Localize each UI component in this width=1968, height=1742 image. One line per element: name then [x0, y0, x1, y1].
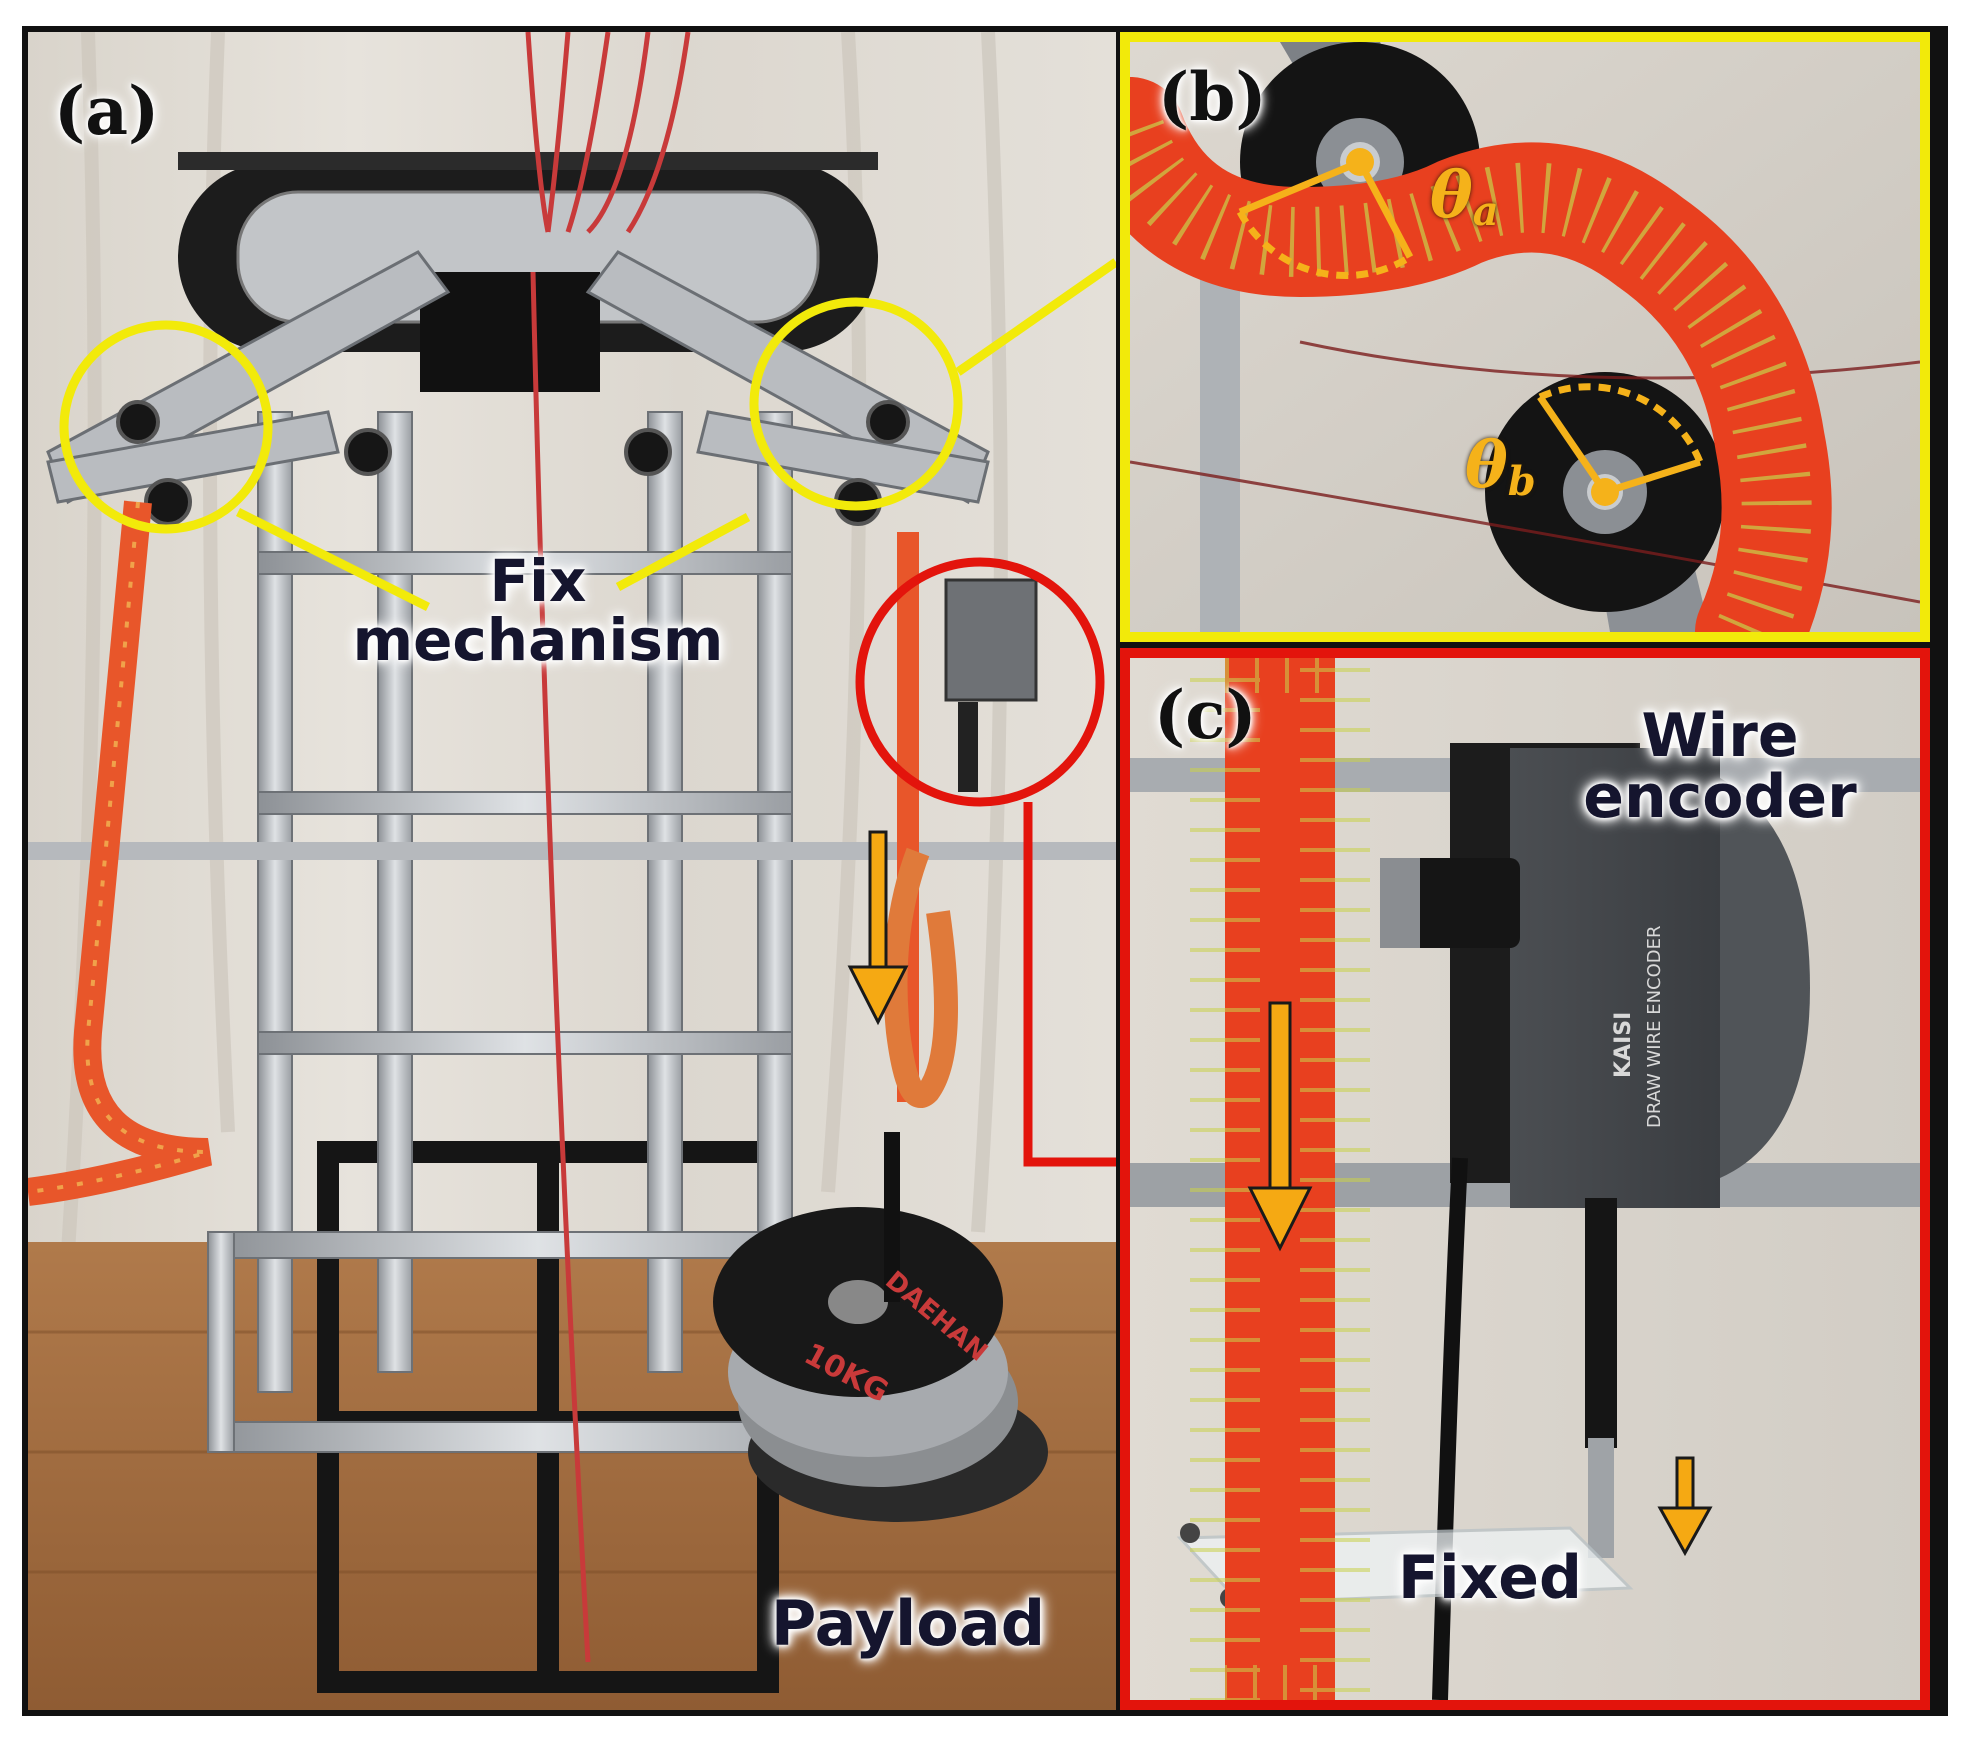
fixed-callout: Fixed — [1398, 1543, 1582, 1613]
theta-a-label: θa — [1430, 158, 1499, 235]
encoder-highlight — [855, 557, 1116, 1167]
panel-a-scene: 10KG DAEHAN — [28, 32, 1116, 1710]
panel-a-label: (a) — [54, 72, 160, 150]
panel-c-photo: KAISI DRAW WIRE ENCODER (c) Wire encoder… — [1120, 648, 1930, 1710]
panel-c-scene: KAISI DRAW WIRE ENCODER — [1130, 658, 1920, 1700]
panel-b-label: (b) — [1158, 58, 1267, 136]
encoder-model-text: DRAW WIRE ENCODER — [1644, 925, 1665, 1128]
panel-a-photo: 10KG DAEHAN (a) Fix mechanism Payload — [28, 32, 1116, 1710]
down-arrow-icon — [847, 830, 909, 1026]
payload-callout: Payload — [770, 1587, 1046, 1660]
panel-b-photo: (b) θa θb — [1120, 32, 1930, 642]
encoder-brand-text: KAISI — [1611, 1012, 1636, 1078]
down-arrow-icon — [1247, 1001, 1313, 1252]
down-arrow-icon — [1657, 1456, 1713, 1557]
theta-b-label: θb — [1465, 428, 1536, 505]
panel-c-label: (c) — [1154, 676, 1257, 754]
wire-encoder-callout: Wire encoder — [1583, 701, 1857, 833]
panel-b-scene — [1130, 42, 1920, 632]
fix-mechanism-highlight — [59, 258, 1116, 612]
fix-mechanism-callout: Fix mechanism — [352, 547, 724, 675]
